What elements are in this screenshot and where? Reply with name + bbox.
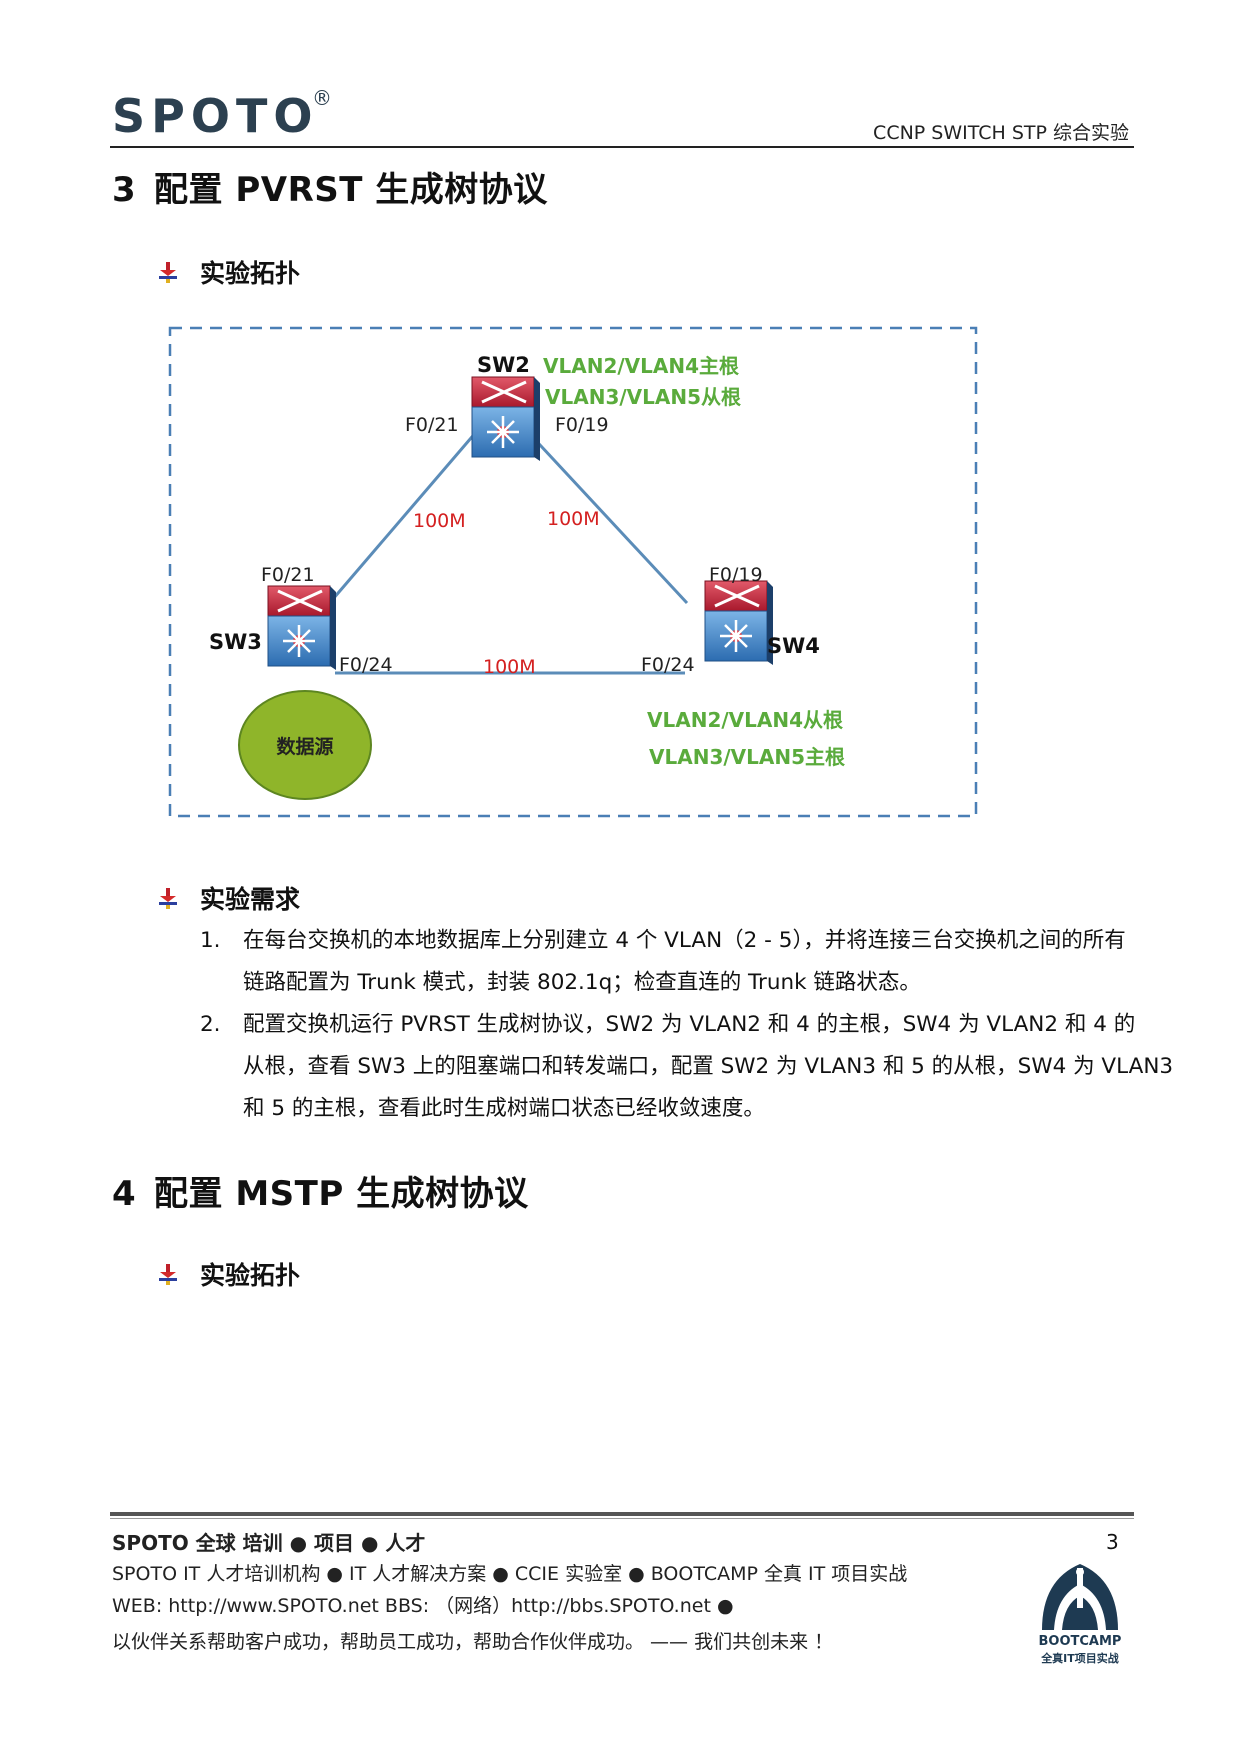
- sw3-port-f021: F0/21: [261, 564, 315, 586]
- sw4-role-line2: VLAN3/VLAN5主根: [649, 745, 845, 769]
- registered-mark: ®: [312, 86, 332, 110]
- bootcamp-logo-icon: [1036, 1560, 1124, 1634]
- bootcamp-name: BOOTCAMP: [1030, 1634, 1130, 1649]
- sw4-role-line1: VLAN2/VLAN4从根: [647, 708, 843, 732]
- subheading-label: 实验拓扑: [200, 254, 300, 290]
- requirement-line: 链路配置为 Trunk 模式，封装 802.1q；检查直连的 Trunk 链路状…: [243, 962, 921, 1004]
- subheading-label: 实验拓扑: [200, 1256, 300, 1292]
- requirement-line: 从根，查看 SW3 上的阻塞端口和转发端口，配置 SW2 为 VLAN3 和 5…: [243, 1046, 1173, 1088]
- link-speed-sw3-sw4: 100M: [483, 656, 536, 678]
- subheading-requirements: 实验需求: [158, 880, 300, 916]
- sw4-port-f024: F0/24: [641, 654, 695, 676]
- sw2-role-line1: VLAN2/VLAN4主根: [543, 354, 739, 378]
- sw2-switch-icon: [472, 377, 540, 461]
- footer-links: WEB: http://www.SPOTO.net BBS: （网络）http:…: [112, 1591, 734, 1618]
- requirement-number: 1.: [200, 920, 221, 962]
- topology-diagram: 数据源 SW2 VLAN2/VLAN4主根 VLAN3/VLAN5从根 F0/2…: [165, 323, 985, 823]
- section-number: 3: [112, 170, 154, 210]
- link-speed-sw2-sw3: 100M: [413, 510, 466, 532]
- section-title: 配置 PVRST 生成树协议: [154, 170, 548, 210]
- sw3-switch-icon: [268, 586, 336, 670]
- sw2-port-f019: F0/19: [555, 414, 609, 436]
- sw2-role-line2: VLAN3/VLAN5从根: [545, 385, 741, 409]
- sw2-label: SW2: [477, 353, 530, 377]
- doc-title: CCNP SWITCH STP 综合实验: [873, 118, 1129, 145]
- sw4-label: SW4: [767, 634, 820, 658]
- sw3-label: SW3: [209, 630, 262, 654]
- sw4-switch-icon: [705, 581, 773, 665]
- footer-rule-thin: [110, 1518, 1134, 1519]
- footer-services: SPOTO IT 人才培训机构 ● IT 人才解决方案 ● CCIE 实验室 ●…: [112, 1559, 907, 1586]
- requirement-number: 2.: [200, 1004, 221, 1046]
- footer-motto: 以伙伴关系帮助客户成功，帮助员工成功，帮助合作伙伴成功。 —— 我们共创未来 ！: [112, 1627, 833, 1654]
- header-rule: [110, 146, 1134, 148]
- sw3-port-f024: F0/24: [339, 654, 393, 676]
- link-speed-sw2-sw4: 100M: [547, 508, 600, 530]
- requirement-line: 配置交换机运行 PVRST 生成树协议，SW2 为 VLAN2 和 4 的主根，…: [243, 1004, 1135, 1046]
- bullet-arrow-icon: [158, 887, 178, 909]
- subheading-topology: 实验拓扑: [158, 254, 300, 290]
- bootcamp-subtitle: 全真IT项目实战: [1030, 1650, 1130, 1666]
- footer-rule: [110, 1512, 1134, 1516]
- subheading-topology: 实验拓扑: [158, 1256, 300, 1292]
- datasource-label: 数据源: [276, 735, 333, 758]
- sw2-port-f021: F0/21: [405, 414, 459, 436]
- spoto-logo: SPOTO: [112, 92, 318, 140]
- subheading-label: 实验需求: [200, 880, 300, 916]
- section-title: 配置 MSTP 生成树协议: [154, 1174, 529, 1214]
- sw4-port-f019: F0/19: [709, 564, 763, 586]
- requirement-line: 和 5 的主根，查看此时生成树端口状态已经收敛速度。: [243, 1088, 765, 1130]
- section-number: 4: [112, 1174, 154, 1214]
- bullet-arrow-icon: [158, 261, 178, 283]
- requirement-line: 在每台交换机的本地数据库上分别建立 4 个 VLAN（2 - 5），并将连接三台…: [243, 920, 1126, 962]
- bullet-arrow-icon: [158, 1263, 178, 1285]
- footer-tagline: SPOTO 全球 培训 ● 项目 ● 人才: [112, 1527, 425, 1556]
- page-number: 3: [1106, 1530, 1119, 1554]
